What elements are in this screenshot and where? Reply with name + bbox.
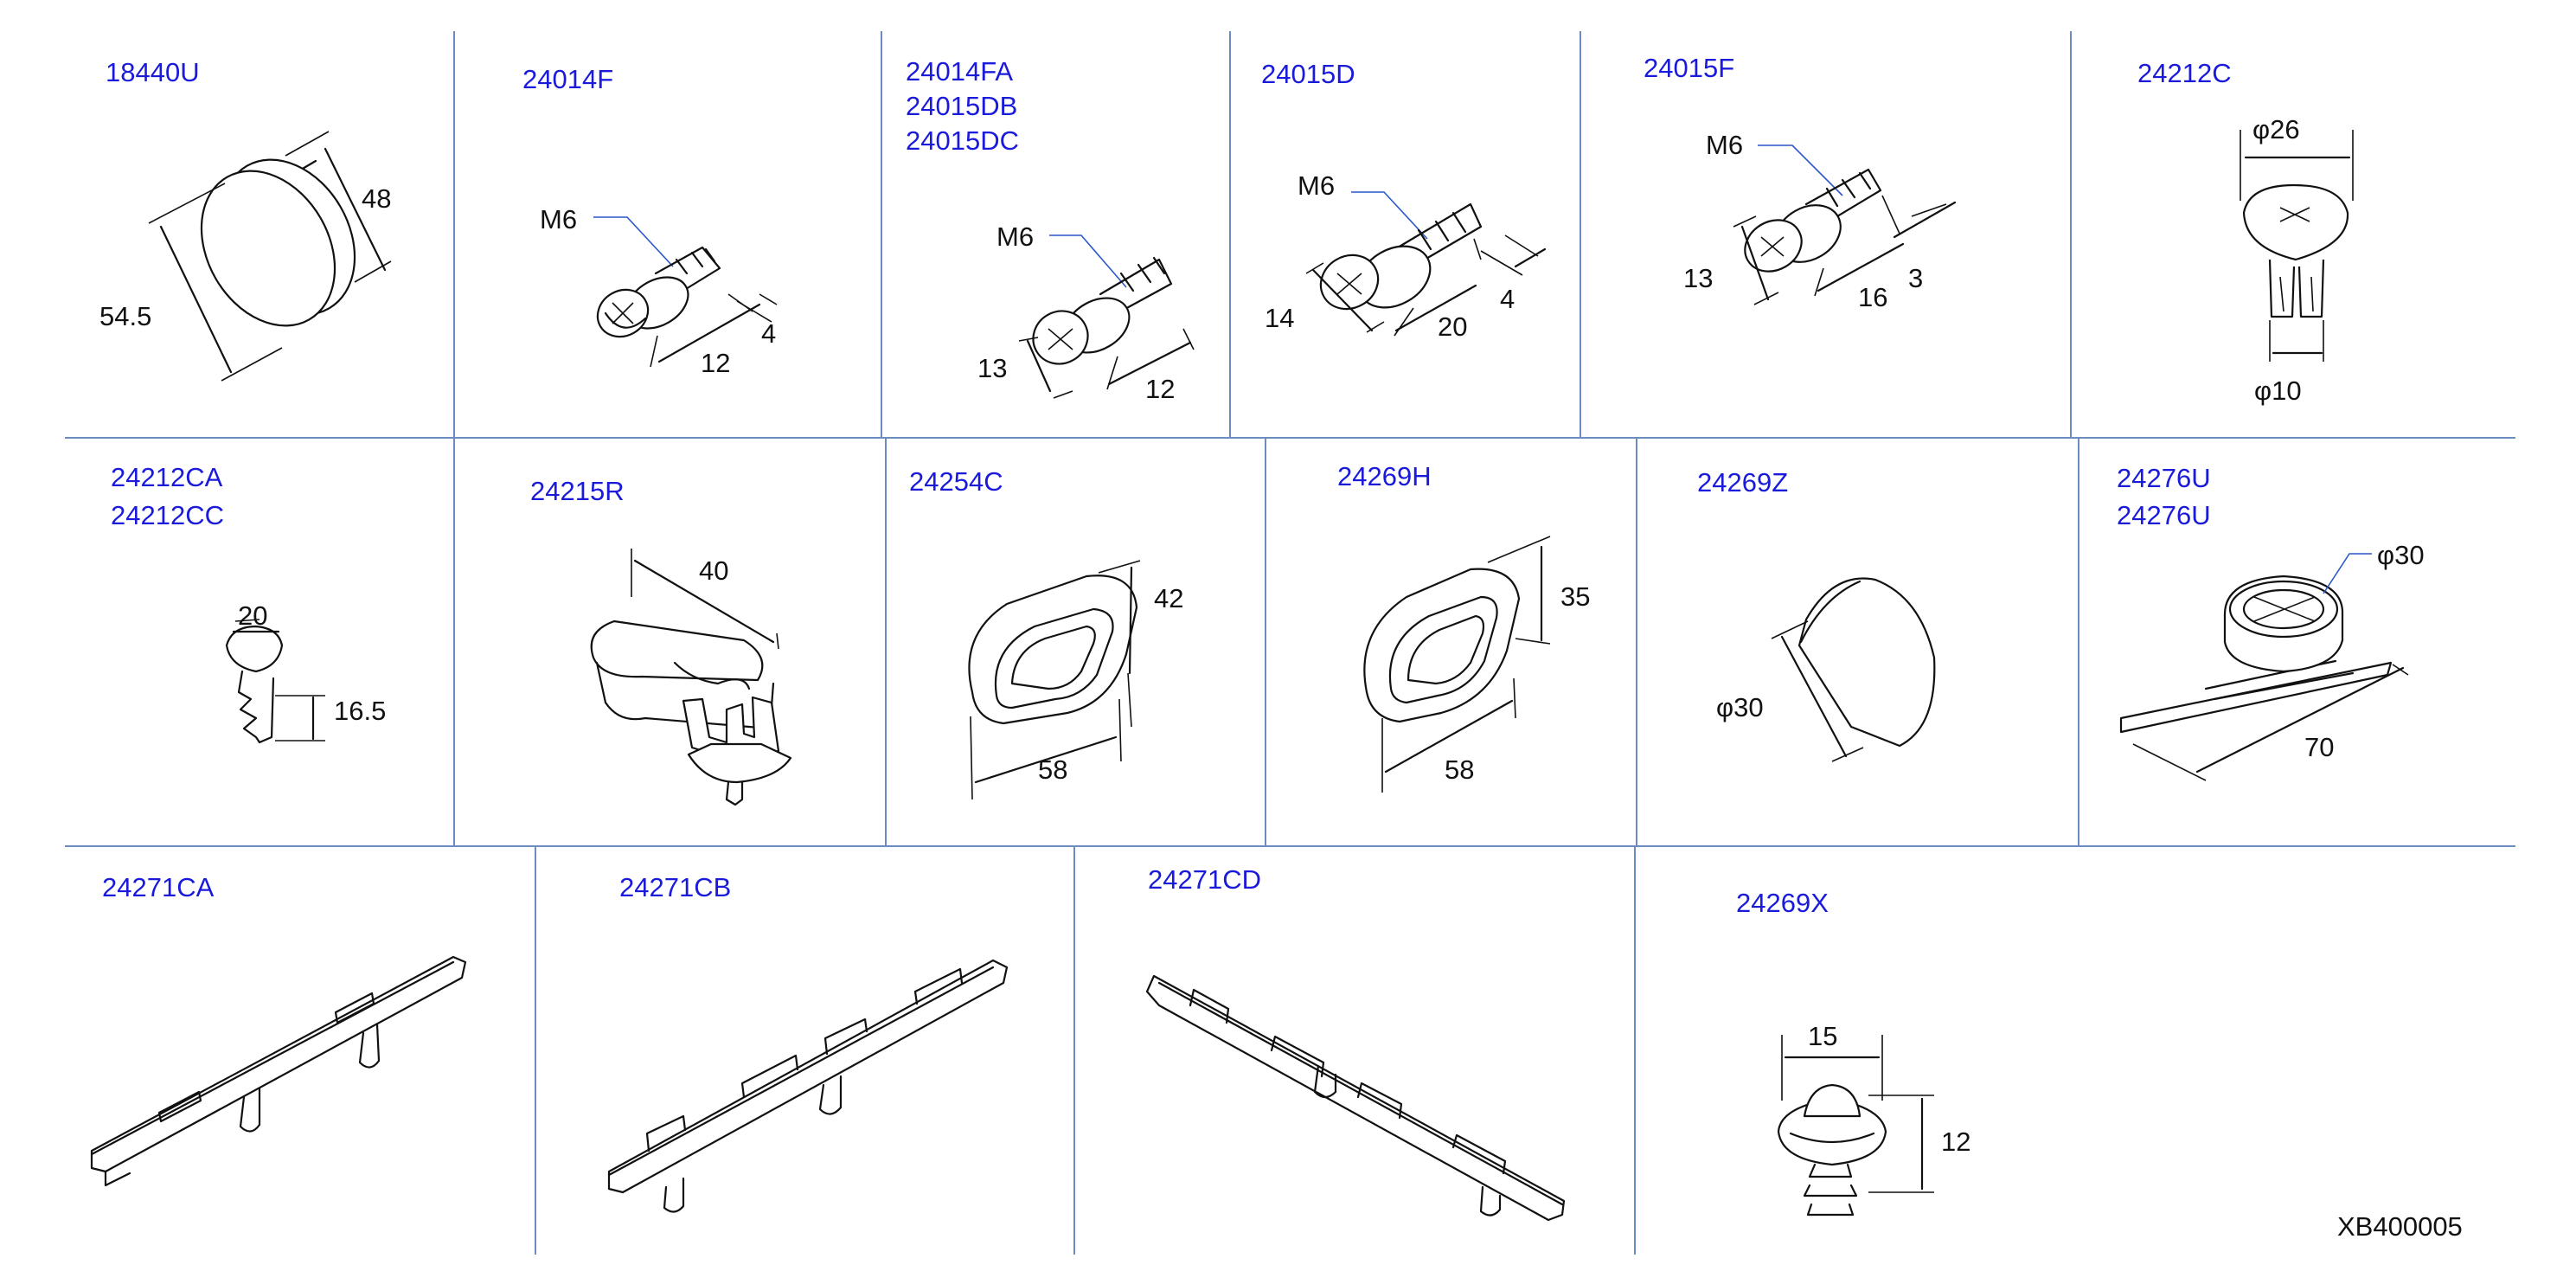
dimension-label: 12	[701, 348, 730, 378]
oval-grommet-drawing	[968, 560, 1141, 800]
part-number: 24215R	[530, 476, 625, 506]
part-number: 24269X	[1736, 888, 1829, 918]
dimension-label: 20	[1438, 311, 1467, 342]
dimension-label: 54.5	[99, 301, 151, 331]
dimension-label: 16	[1858, 282, 1887, 312]
bolt-drawing	[1305, 191, 1547, 337]
dimension-label: M6	[1706, 130, 1743, 160]
part-number: 18440U	[106, 57, 200, 87]
dimension-label: 70	[2304, 732, 2334, 762]
part-number: 24271CA	[102, 872, 215, 902]
grid-lines	[65, 31, 2515, 1255]
part-number: 24269Z	[1697, 467, 1788, 498]
document-code: XB400005	[2337, 1211, 2463, 1242]
dimension-label: 58	[1445, 754, 1474, 785]
part-number: 24015DC	[906, 125, 1019, 156]
dimension-label: 4	[1500, 284, 1515, 314]
part-number: 24014FA	[906, 56, 1013, 87]
part-number-labels: 18440U 24014F 24014FA 24015DB 24015DC 24…	[102, 53, 2232, 918]
wire-bracket-drawing	[90, 955, 467, 1187]
wire-bracket-drawing	[607, 959, 1009, 1213]
dimension-label: 3	[1908, 263, 1923, 293]
dimension-label: M6	[1298, 170, 1335, 201]
dimension-label: 12	[1145, 374, 1175, 404]
dimension-label: φ30	[2377, 540, 2425, 570]
part-number: 24015D	[1261, 59, 1355, 89]
wire-bracket-drawing	[1145, 974, 1566, 1222]
dimension-label: 4	[761, 318, 776, 349]
ring-clip-drawing	[2119, 553, 2409, 781]
part-number: 24271CD	[1148, 864, 1261, 895]
part-number: 24276U	[2117, 500, 2211, 530]
dimension-label: 14	[1265, 303, 1294, 333]
stud-clip-drawing	[1777, 1035, 1934, 1217]
dimension-label: 40	[699, 555, 728, 586]
part-number: 24269H	[1337, 461, 1432, 491]
dimension-label: 13	[977, 353, 1007, 383]
dimension-label: M6	[540, 204, 577, 234]
dimension-label: 16.5	[334, 696, 386, 726]
dimension-label: φ26	[2252, 114, 2300, 144]
part-number: 24015F	[1644, 53, 1734, 83]
part-number: 24015DB	[906, 91, 1017, 121]
part-number: 24254C	[909, 466, 1003, 497]
dimension-label: 20	[238, 600, 267, 631]
oval-grommet-drawing	[1363, 536, 1551, 793]
dimension-label: 15	[1808, 1021, 1837, 1051]
hose-clip-drawing	[590, 549, 792, 806]
screw-clip-drawing	[225, 619, 325, 744]
dimension-label: 12	[1941, 1127, 1970, 1157]
part-number: 24212CA	[111, 462, 223, 492]
bolt-drawing	[1018, 234, 1195, 399]
dimension-label: φ10	[2254, 376, 2302, 406]
part-number: 24276U	[2117, 463, 2211, 493]
dimension-label: φ30	[1716, 692, 1764, 722]
round-plug-drawing	[1771, 577, 1936, 762]
push-rivet-drawing	[2240, 130, 2354, 362]
dimension-label: 13	[1683, 263, 1713, 293]
bolt-drawing	[593, 216, 778, 368]
dimension-label: 42	[1154, 583, 1183, 613]
dimension-label: M6	[996, 221, 1034, 252]
part-number: 24271CB	[619, 872, 731, 902]
part-number: 24212C	[2137, 58, 2232, 88]
plug-drawing	[148, 131, 392, 382]
dimension-label: 58	[1038, 754, 1067, 785]
part-number: 24212CC	[111, 500, 224, 530]
dimension-label: 35	[1560, 581, 1590, 612]
bolt-drawing	[1733, 144, 1957, 305]
dimension-label: 48	[362, 183, 391, 214]
part-number: 24014F	[522, 64, 613, 94]
